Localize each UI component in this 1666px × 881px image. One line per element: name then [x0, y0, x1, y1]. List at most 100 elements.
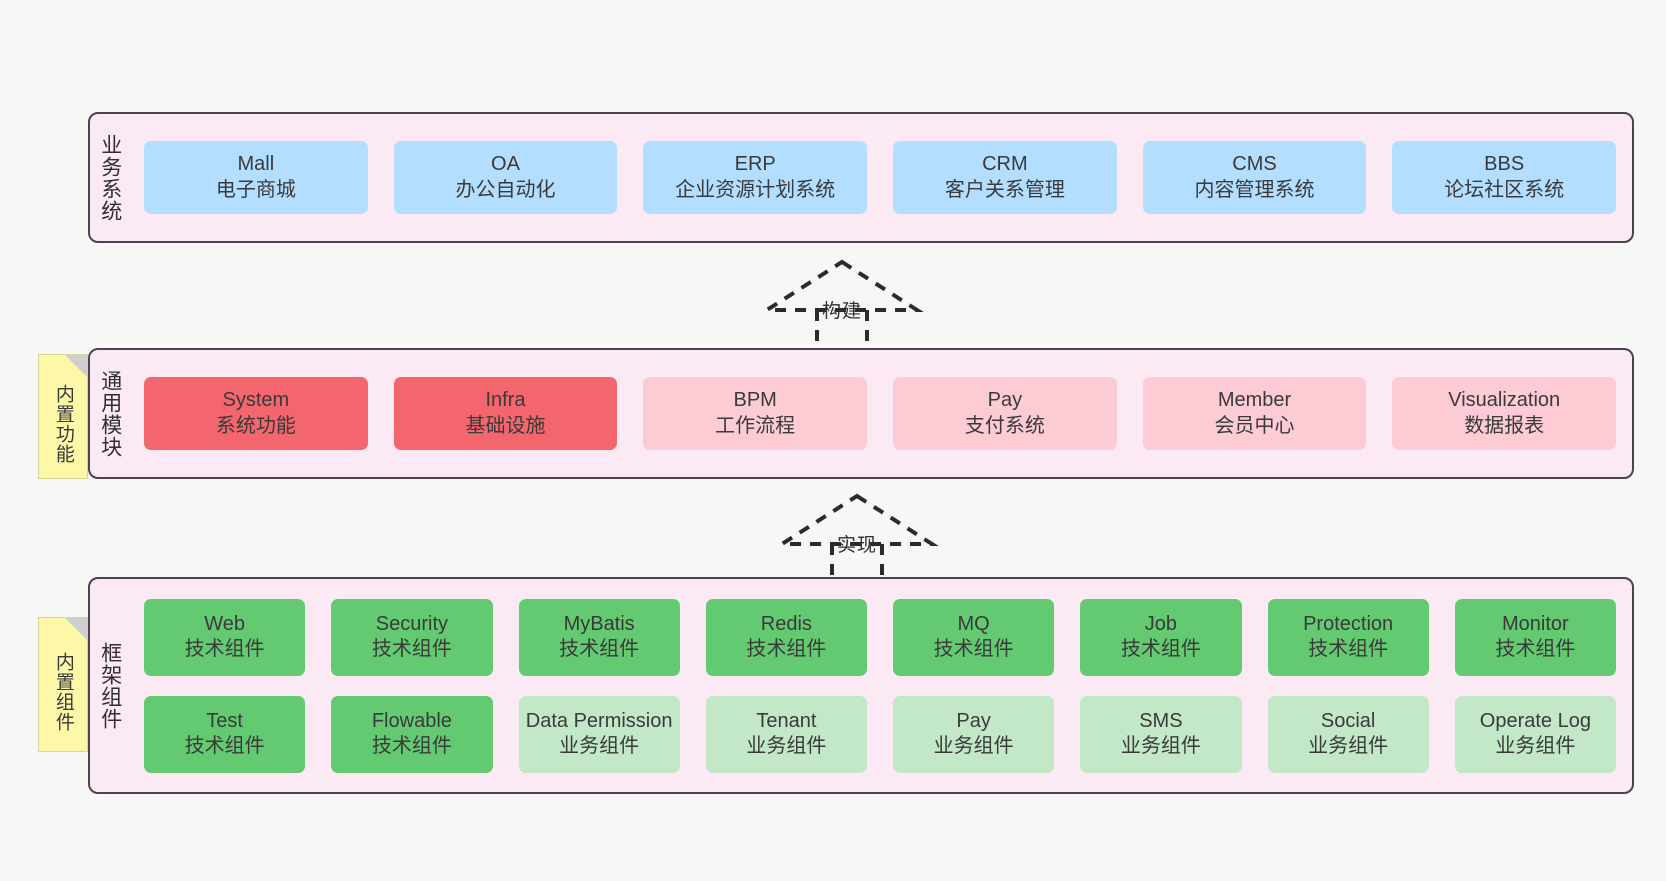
- card-cms[interactable]: CMS 内容管理系统: [1142, 141, 1367, 214]
- card-subtitle: 业务组件: [933, 735, 1014, 757]
- card-row: Test 技术组件 Flowable 技术组件 Data Permission …: [144, 695, 1616, 773]
- card-subtitle: 技术组件: [559, 638, 640, 660]
- card-mall[interactable]: Mall 电子商城: [144, 141, 368, 214]
- card-subtitle: 业务组件: [1120, 735, 1201, 757]
- card-subtitle: 会员中心: [1214, 414, 1295, 437]
- card-monitor[interactable]: Monitor 技术组件: [1454, 598, 1616, 676]
- card-row: System 系统功能 Infra 基础设施 BPM 工作流程 Pay 支付系统…: [144, 377, 1617, 450]
- card-oa[interactable]: OA 办公自动化: [393, 141, 618, 214]
- card-title: Flowable: [371, 709, 452, 732]
- card-subtitle: 技术组件: [184, 735, 265, 757]
- card-subtitle: 技术组件: [371, 735, 452, 757]
- card-subtitle: 论坛社区系统: [1444, 178, 1565, 201]
- card-subtitle: 技术组件: [746, 638, 827, 660]
- card-social[interactable]: Social 业务组件: [1267, 695, 1429, 773]
- connector-build: 构建: [757, 258, 927, 353]
- card-title: Member: [1217, 389, 1292, 412]
- card-subtitle: 技术组件: [371, 638, 452, 660]
- card-subtitle: 技术组件: [1308, 638, 1389, 660]
- card-bbs[interactable]: BBS 论坛社区系统: [1392, 141, 1617, 214]
- card-subtitle: 系统功能: [215, 414, 296, 437]
- card-title: OA: [491, 153, 520, 176]
- card-title: Mall: [237, 153, 275, 176]
- card-subtitle: 业务组件: [746, 735, 827, 757]
- card-subtitle: 客户关系管理: [944, 178, 1065, 201]
- card-title: BPM: [733, 389, 777, 412]
- card-pay-business[interactable]: Pay 业务组件: [893, 695, 1055, 773]
- card-protection[interactable]: Protection 技术组件: [1267, 598, 1429, 676]
- card-pay[interactable]: Pay 支付系统: [893, 377, 1117, 450]
- layer-business-system: 业务系统 Mall 电子商城 OA 办公自动化 ERP 企业资源计划系统 CRM…: [88, 112, 1634, 243]
- card-data-permission[interactable]: Data Permission 业务组件: [518, 695, 680, 773]
- card-subtitle: 技术组件: [184, 638, 265, 660]
- card-title: Data Permission: [525, 709, 673, 732]
- note-builtin-components: 内置组件: [38, 617, 88, 752]
- card-flowable[interactable]: Flowable 技术组件: [331, 695, 493, 773]
- card-title: Operate Log: [1479, 709, 1591, 732]
- card-title: Redis: [760, 612, 812, 635]
- card-title: BBS: [1484, 153, 1525, 176]
- card-subtitle: 业务组件: [1495, 735, 1576, 757]
- layer-body-framework-components: Web 技术组件 Security 技术组件 MyBatis 技术组件 Redi…: [130, 579, 1632, 792]
- layer-body-business-system: Mall 电子商城 OA 办公自动化 ERP 企业资源计划系统 CRM 客户关系…: [130, 114, 1632, 241]
- card-title: MQ: [957, 612, 990, 635]
- card-title: Social: [1320, 709, 1376, 732]
- card-subtitle: 基础设施: [465, 414, 546, 437]
- layer-body-common-modules: System 系统功能 Infra 基础设施 BPM 工作流程 Pay 支付系统…: [130, 350, 1632, 477]
- card-subtitle: 内容管理系统: [1194, 178, 1315, 201]
- card-erp[interactable]: ERP 企业资源计划系统: [643, 141, 868, 214]
- card-subtitle: 业务组件: [559, 735, 640, 757]
- card-subtitle: 技术组件: [1120, 638, 1201, 660]
- card-title: Visualization: [1448, 389, 1561, 412]
- card-subtitle: 技术组件: [1495, 638, 1576, 660]
- card-subtitle: 电子商城: [215, 178, 296, 201]
- card-title: ERP: [734, 153, 776, 176]
- card-job[interactable]: Job 技术组件: [1080, 598, 1242, 676]
- card-subtitle: 业务组件: [1308, 735, 1389, 757]
- card-subtitle: 企业资源计划系统: [675, 178, 836, 201]
- card-title: Security: [375, 612, 448, 635]
- card-infra[interactable]: Infra 基础设施: [393, 377, 618, 450]
- card-title: Protection: [1303, 612, 1394, 635]
- layer-title-framework-components: 框架组件: [98, 641, 122, 730]
- card-title: SMS: [1139, 709, 1183, 732]
- connector-realize: 实现: [772, 492, 942, 587]
- card-title: Tenant: [756, 709, 817, 732]
- card-title: Web: [204, 612, 245, 635]
- card-subtitle: 技术组件: [933, 638, 1014, 660]
- card-system[interactable]: System 系统功能: [144, 377, 368, 450]
- card-visualization[interactable]: Visualization 数据报表: [1392, 377, 1617, 450]
- card-subtitle: 办公自动化: [455, 178, 556, 201]
- card-title: Monitor: [1502, 612, 1569, 635]
- card-title: Infra: [485, 389, 526, 412]
- card-web[interactable]: Web 技术组件: [144, 598, 306, 676]
- card-title: System: [222, 389, 290, 412]
- card-security[interactable]: Security 技术组件: [331, 598, 493, 676]
- card-crm[interactable]: CRM 客户关系管理: [893, 141, 1117, 214]
- card-title: CMS: [1232, 153, 1277, 176]
- card-row: Mall 电子商城 OA 办公自动化 ERP 企业资源计划系统 CRM 客户关系…: [144, 141, 1617, 214]
- card-member[interactable]: Member 会员中心: [1142, 377, 1367, 450]
- generalization-triangle: [760, 259, 924, 312]
- card-tenant[interactable]: Tenant 业务组件: [705, 695, 867, 773]
- card-title: CRM: [982, 153, 1028, 176]
- card-title: MyBatis: [563, 612, 635, 635]
- note-builtin-features: 内置功能: [38, 354, 88, 479]
- card-title: Job: [1144, 612, 1177, 635]
- card-row: Web 技术组件 Security 技术组件 MyBatis 技术组件 Redi…: [144, 598, 1616, 676]
- card-title: Test: [206, 709, 243, 732]
- layer-framework-components: 框架组件 Web 技术组件 Security 技术组件 MyBatis 技术组件…: [88, 577, 1634, 794]
- card-redis[interactable]: Redis 技术组件: [705, 598, 867, 676]
- card-operate-log[interactable]: Operate Log 业务组件: [1454, 695, 1616, 773]
- card-title: Pay: [987, 389, 1023, 412]
- card-mq[interactable]: MQ 技术组件: [893, 598, 1055, 676]
- card-bpm[interactable]: BPM 工作流程: [643, 377, 868, 450]
- generalization-triangle: [775, 493, 939, 546]
- card-sms[interactable]: SMS 业务组件: [1080, 695, 1242, 773]
- layer-common-modules: 通用模块 System 系统功能 Infra 基础设施 BPM 工作流程 Pay…: [88, 348, 1634, 479]
- card-subtitle: 工作流程: [715, 414, 796, 437]
- card-test[interactable]: Test 技术组件: [144, 695, 306, 773]
- card-subtitle: 数据报表: [1464, 414, 1545, 437]
- layer-title-common-modules: 通用模块: [98, 369, 122, 458]
- card-mybatis[interactable]: MyBatis 技术组件: [518, 598, 680, 676]
